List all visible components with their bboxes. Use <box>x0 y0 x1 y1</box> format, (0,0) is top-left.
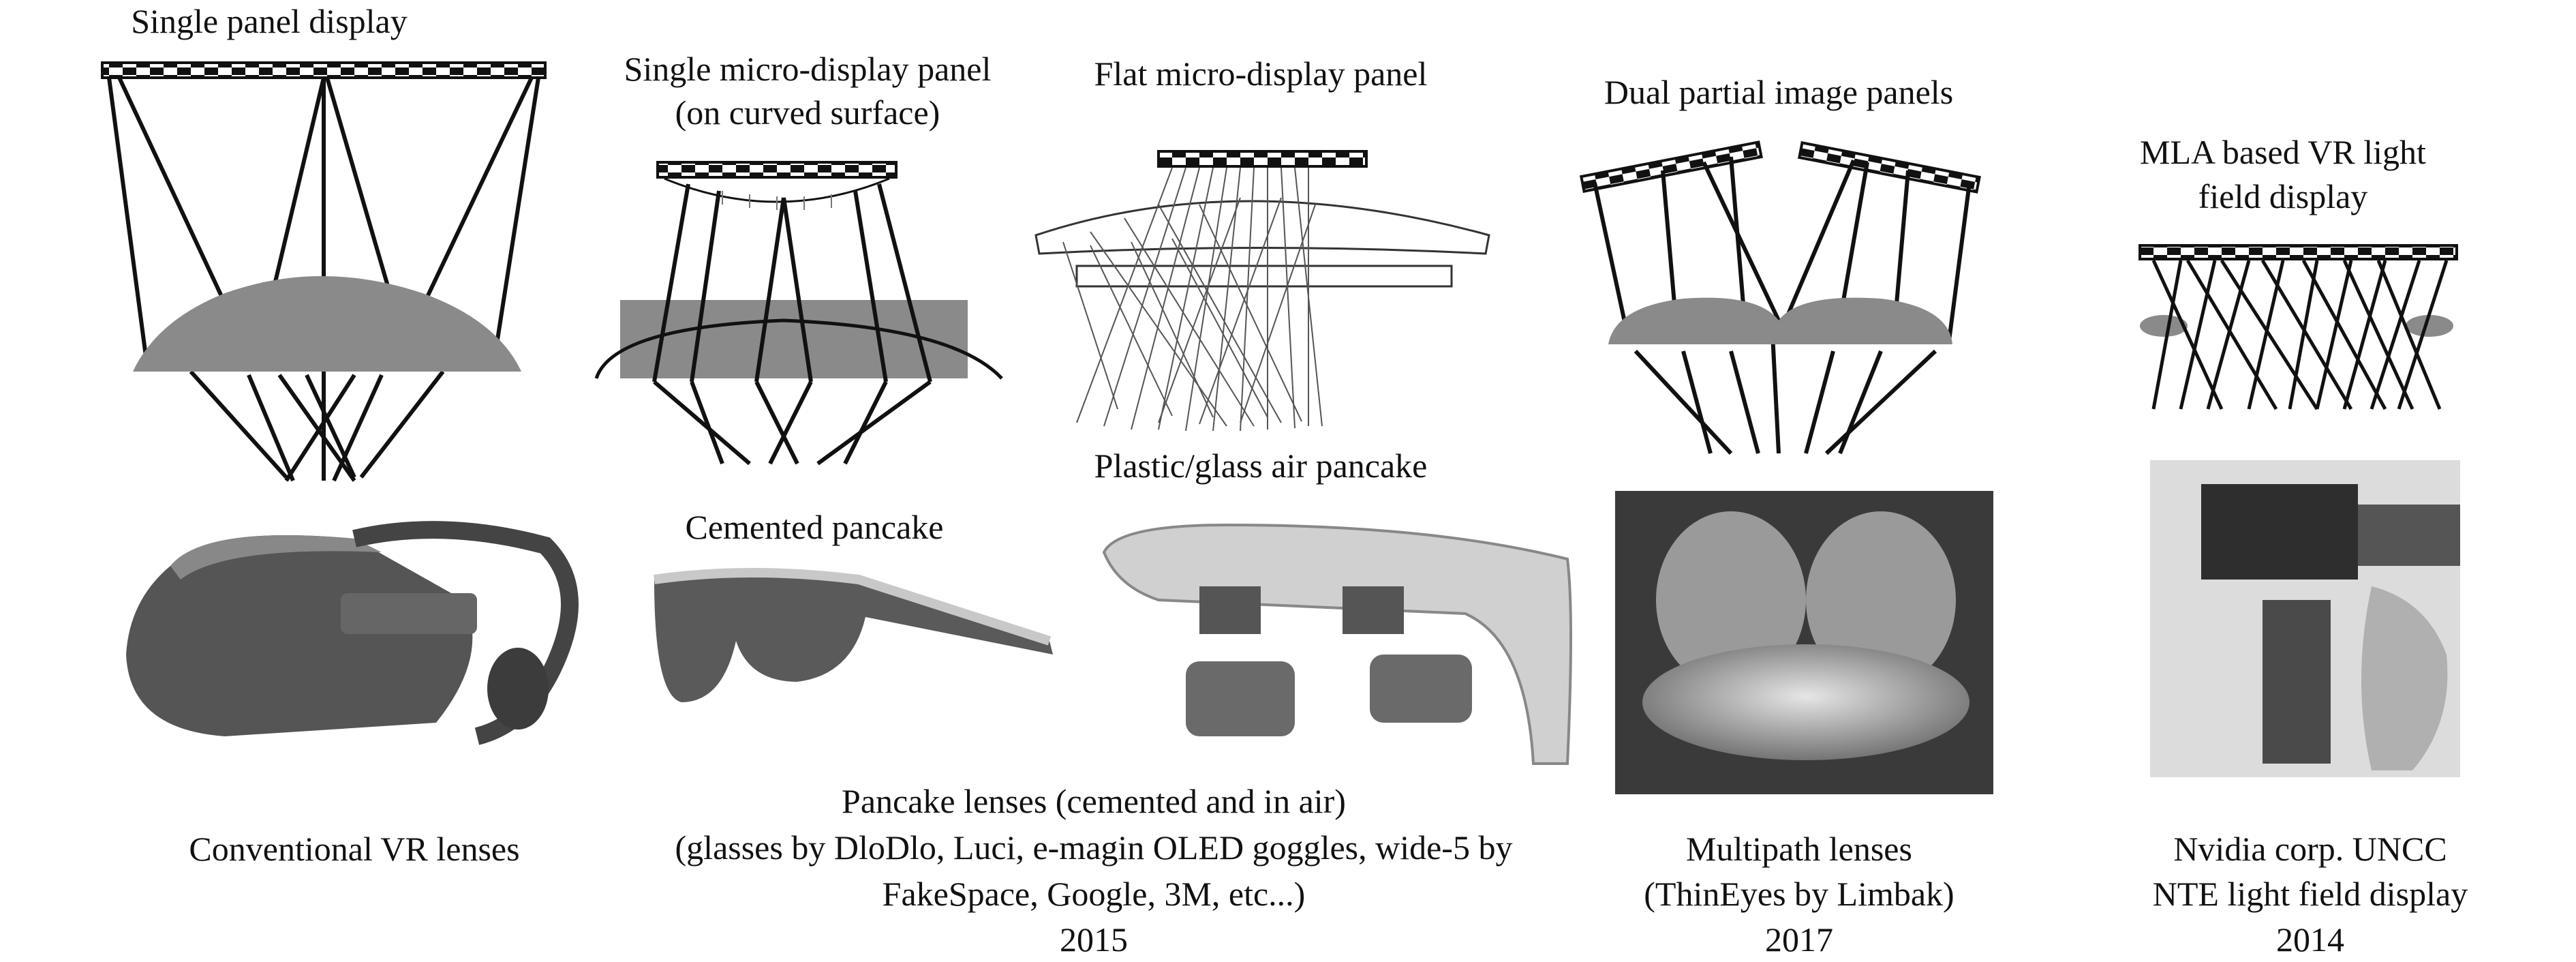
lens-curve <box>594 318 1003 380</box>
ray-lines <box>107 76 540 482</box>
caption-multipath-year: 2017 <box>1765 920 1833 959</box>
micro-display-panel <box>656 161 898 179</box>
nvidia-arm <box>2358 505 2460 566</box>
dual-ray-lines <box>1593 156 1972 455</box>
lens-block <box>620 300 968 378</box>
caption-pancake-year: 2015 <box>1060 920 1128 959</box>
diagram-mla-title-2: field display <box>2198 177 2368 215</box>
nvidia-display-box <box>2201 484 2358 580</box>
glasses-lenses <box>654 573 1053 702</box>
multipath-lens <box>1642 644 1969 760</box>
photo-nvidia <box>2150 460 2460 777</box>
diagram-curved-panel: Single micro-display panel (on curved su… <box>594 50 1003 466</box>
caption-multipath-2: (ThinEyes by Limbak) <box>1644 875 1954 913</box>
cemented-pancake-title: Cemented pancake <box>686 508 944 546</box>
caption-nvidia-2: NTE light field display <box>2153 875 2468 913</box>
diagram-mla: MLA based VR light field display <box>2138 133 2458 410</box>
caption-conventional: Conventional VR lenses <box>189 830 519 868</box>
dashed-rays <box>722 191 832 210</box>
mla-left-lenslet <box>2140 315 2188 337</box>
captions: Conventional VR lenses Pancake lenses (c… <box>189 782 2468 959</box>
goggles-right-lens <box>1370 655 1472 723</box>
headset-highlight <box>170 535 382 580</box>
nvidia-mount <box>2263 600 2331 764</box>
diagram-flat-micro-title: Flat micro-display panel <box>1094 55 1428 93</box>
photo-air-pancake: Plastic/glass air pancake <box>1094 447 1572 765</box>
flat-lens-2 <box>1075 265 1453 288</box>
air-pancake-title: Plastic/glass air pancake <box>1094 447 1428 485</box>
diagram-flat-micro: Flat micro-display panel <box>1034 55 1490 432</box>
dual-lens-shape <box>1608 297 1952 344</box>
diagram-dual-panels-title: Dual partial image panels <box>1604 73 1953 111</box>
diagram-dual-panels: Dual partial image panels <box>1579 73 1981 455</box>
flat-lens-1 <box>1034 200 1490 255</box>
headset-side-band <box>341 593 477 634</box>
caption-pancake-3: FakeSpace, Google, 3M, etc...) <box>883 875 1306 913</box>
photo-multipath <box>1615 491 1993 794</box>
goggles-left-display <box>1199 586 1261 634</box>
goggles-left-lens <box>1186 661 1295 736</box>
glasses-frame <box>654 568 1052 646</box>
diagram-curved-panel-title-1: Single micro-display panel <box>624 50 992 88</box>
headset-earphone <box>487 648 549 730</box>
caption-multipath-1: Multipath lenses <box>1686 830 1912 868</box>
mla-right-lenslet <box>2406 315 2453 337</box>
caption-pancake-2: (glasses by DloDlo, Luci, e-magin OLED g… <box>675 828 1513 867</box>
mla-display-panel <box>2138 244 2458 260</box>
diagram-curved-panel-title-2: (on curved surface) <box>675 93 940 132</box>
goggles-shell <box>1102 523 1572 765</box>
left-partial-panel <box>1579 140 1763 193</box>
flat-ray-fan <box>1062 167 1323 432</box>
caption-pancake-1: Pancake lenses (cemented and in air) <box>842 782 1346 820</box>
right-partial-panel <box>1797 141 1981 194</box>
diagram-single-panel: Single panel display <box>101 2 547 482</box>
nvidia-face <box>2361 586 2448 770</box>
display-panel <box>101 61 547 79</box>
diagram-single-panel-title: Single panel display <box>131 2 408 40</box>
caption-nvidia-year: 2014 <box>2276 920 2344 959</box>
goggles-right-display <box>1343 586 1404 634</box>
caption-nvidia-1: Nvidia corp. UNCC <box>2173 830 2447 868</box>
headset-body <box>126 535 473 736</box>
multipath-left-barrel <box>1656 511 1806 689</box>
ray-lines-2 <box>652 183 932 466</box>
diagram-mla-title-1: MLA based VR light <box>2140 133 2426 171</box>
photo-cemented-pancake: Cemented pancake <box>654 508 1053 702</box>
flat-display-panel <box>1157 150 1368 168</box>
lens-shape <box>133 276 521 372</box>
multipath-right-barrel <box>1806 511 1956 689</box>
photo-conventional-headset <box>126 521 579 745</box>
mla-ray-lines <box>2151 259 2449 410</box>
